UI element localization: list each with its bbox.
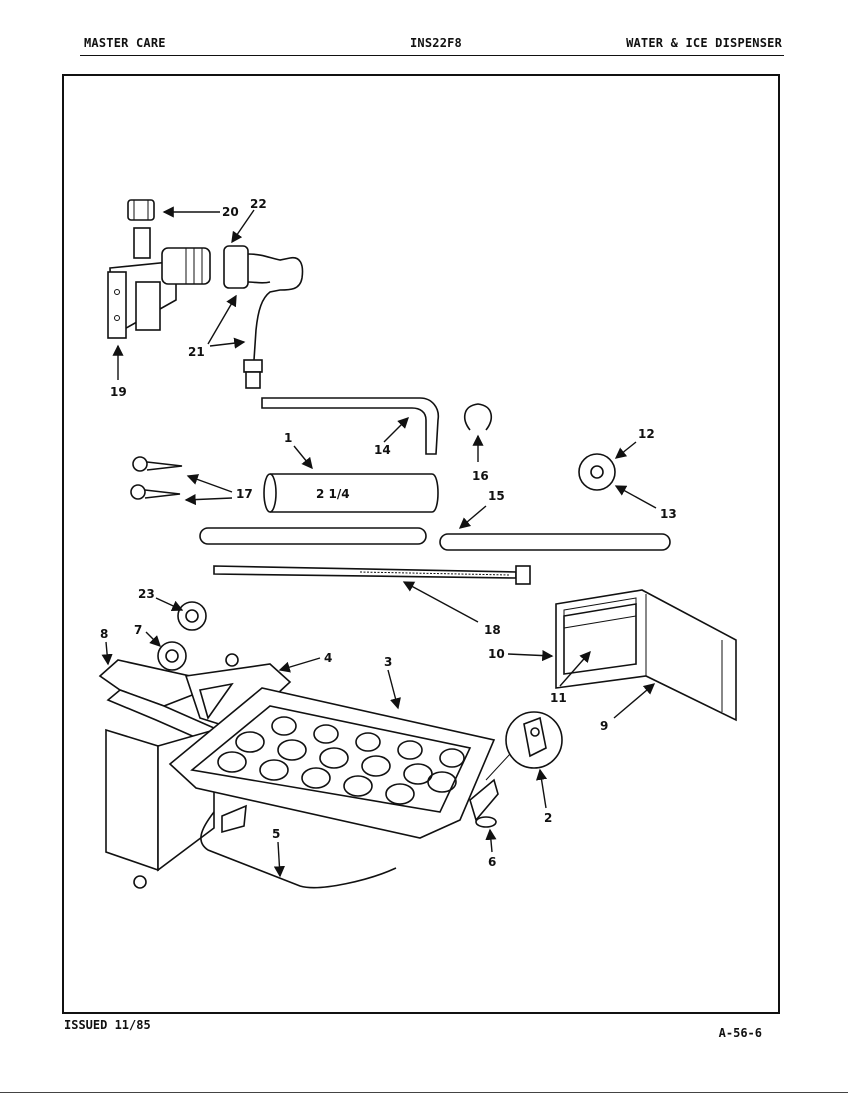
callout-1: 1 bbox=[284, 431, 292, 445]
part-long-tube bbox=[199, 527, 671, 551]
header-rule bbox=[80, 55, 784, 56]
part-detail-circle bbox=[485, 711, 563, 781]
footer-page-code: A-56-6 bbox=[718, 1026, 762, 1040]
callout-7: 7 bbox=[134, 623, 142, 637]
callout-13: 13 bbox=[660, 507, 677, 521]
callout-14: 14 bbox=[374, 443, 391, 457]
callout-22: 22 bbox=[250, 197, 267, 211]
callout-4: 4 bbox=[324, 651, 332, 665]
leader-arrows bbox=[101, 206, 657, 878]
tube-marking: 2 1/4 bbox=[316, 487, 350, 501]
callout-18: 18 bbox=[484, 623, 501, 637]
part-cotter-pins bbox=[130, 456, 183, 500]
callout-17: 17 bbox=[236, 487, 253, 501]
part-fill-tube: 2 1/4 bbox=[263, 473, 439, 513]
callout-5: 5 bbox=[272, 827, 280, 841]
callout-23: 23 bbox=[138, 587, 155, 601]
callout-6: 6 bbox=[488, 855, 496, 869]
callout-9: 9 bbox=[600, 719, 608, 733]
part-ice-maker-assembly bbox=[98, 653, 499, 889]
bottom-rule bbox=[0, 1092, 848, 1093]
callout-10: 10 bbox=[488, 647, 505, 661]
callout-labels: 20 22 21 19 14 16 12 13 17 1 15 18 23 7 … bbox=[100, 197, 677, 869]
part-washer bbox=[578, 453, 616, 491]
callout-3: 3 bbox=[384, 655, 392, 669]
callout-15: 15 bbox=[488, 489, 505, 503]
part-clamp bbox=[157, 641, 187, 671]
header-brand: MASTER CARE bbox=[84, 36, 166, 50]
header-model: INS22F8 bbox=[410, 36, 462, 50]
header-section: WATER & ICE DISPENSER bbox=[626, 36, 782, 50]
footer-issued: ISSUED 11/85 bbox=[64, 1018, 151, 1032]
part-tube-assembly bbox=[223, 245, 304, 389]
callout-19: 19 bbox=[110, 385, 127, 399]
callout-21: 21 bbox=[188, 345, 205, 359]
part-screw bbox=[177, 601, 207, 631]
callout-2: 2 bbox=[544, 811, 552, 825]
callout-16: 16 bbox=[472, 469, 489, 483]
callout-8: 8 bbox=[100, 627, 108, 641]
part-nut bbox=[127, 199, 155, 221]
part-clip bbox=[463, 403, 493, 431]
callout-11: 11 bbox=[550, 691, 567, 705]
part-bent-tube bbox=[261, 397, 440, 455]
diagram-frame bbox=[62, 74, 780, 1014]
callout-20: 20 bbox=[222, 205, 239, 219]
part-cover bbox=[555, 589, 737, 722]
part-cable-tie bbox=[213, 565, 531, 585]
callout-12: 12 bbox=[638, 427, 655, 441]
part-water-valve bbox=[107, 227, 211, 339]
